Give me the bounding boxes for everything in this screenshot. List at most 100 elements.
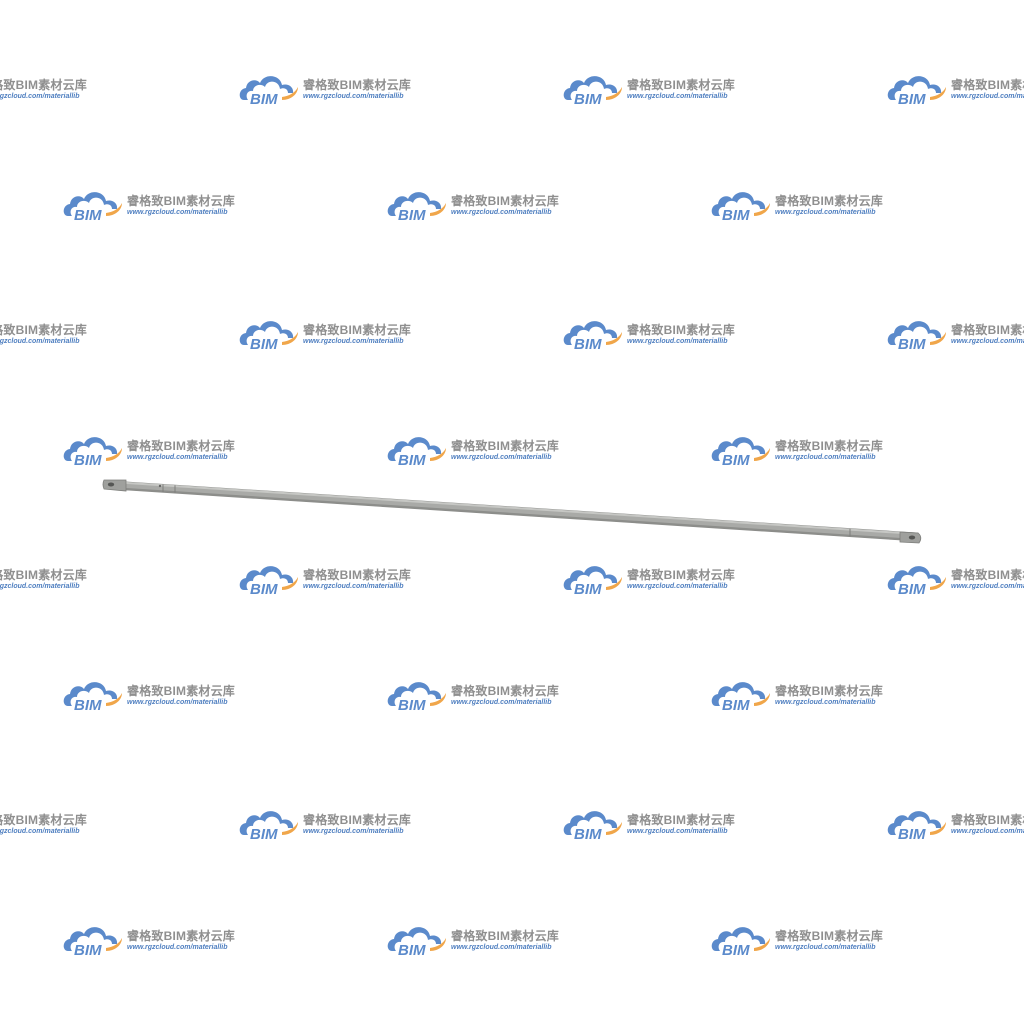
cloud-logo-icon: BIM — [563, 321, 622, 351]
watermark-badge: BIM 睿格致BIM素材云库 www.rgzcloud.com/material… — [562, 560, 752, 596]
logo-text: BIM — [74, 207, 102, 222]
tie-rod-bottom-edge — [111, 487, 917, 541]
watermark-url: www.rgzcloud.com/materiallib — [451, 209, 552, 216]
watermark-badge: BIM 睿格致BIM素材云库 www.rgzcloud.com/material… — [710, 921, 900, 957]
logo-text: BIM — [250, 91, 278, 106]
watermark-title: 睿格致BIM素材云库 — [0, 78, 87, 92]
watermark-badge: BIM 睿格致BIM素材云库 www.rgzcloud.com/material… — [238, 560, 428, 596]
watermark-title: 睿格致BIM素材云库 — [127, 929, 235, 943]
watermark-url: www.rgzcloud.com/materiallib — [127, 454, 228, 461]
watermark-badge: BIM 睿格致BIM素材云库 www.rgzcloud.com/material… — [562, 315, 752, 351]
watermark-title: 睿格致BIM素材云库 — [303, 813, 411, 827]
watermark-badge: BIM 睿格致BIM素材云库 www.rgzcloud.com/material… — [0, 805, 104, 841]
watermark-badge: BIM 睿格致BIM素材云库 www.rgzcloud.com/material… — [386, 676, 576, 712]
logo-text: BIM — [250, 581, 278, 596]
watermark-title: 睿格致BIM素材云库 — [303, 78, 411, 92]
watermark-badge: BIM 睿格致BIM素材云库 www.rgzcloud.com/material… — [386, 186, 576, 222]
cloud-logo-icon: BIM — [63, 927, 122, 957]
left-bolt-hole — [107, 482, 115, 487]
watermark-title: 睿格致BIM素材云库 — [127, 439, 235, 453]
watermark-badge: BIM 睿格致BIM素材云库 www.rgzcloud.com/material… — [238, 70, 428, 106]
watermark-badge: BIM 睿格致BIM素材云库 www.rgzcloud.com/material… — [238, 805, 428, 841]
cloud-logo-icon: BIM — [63, 192, 122, 222]
watermark-url: www.rgzcloud.com/materiallib — [775, 944, 876, 951]
watermark-url: www.rgzcloud.com/materiallib — [775, 209, 876, 216]
watermark-url: www.rgzcloud.com/materiallib — [951, 338, 1024, 345]
cloud-logo-icon: BIM — [711, 927, 770, 957]
watermark-badge: BIM 睿格致BIM素材云库 www.rgzcloud.com/material… — [886, 805, 1024, 841]
logo-text: BIM — [574, 581, 602, 596]
watermark-badge: BIM 睿格致BIM素材云库 www.rgzcloud.com/material… — [886, 560, 1024, 596]
cloud-logo-icon: BIM — [887, 811, 946, 841]
watermark-badge: BIM 睿格致BIM素材云库 www.rgzcloud.com/material… — [710, 676, 900, 712]
tie-rod-top-face — [112, 481, 918, 535]
tie-rod-pin — [158, 484, 162, 488]
cloud-logo-icon: BIM — [387, 682, 446, 712]
cloud-logo-icon: BIM — [711, 437, 770, 467]
watermark-url: www.rgzcloud.com/materiallib — [0, 583, 80, 590]
watermark-url: www.rgzcloud.com/materiallib — [951, 583, 1024, 590]
cloud-logo-icon: BIM — [887, 76, 946, 106]
cloud-logo-icon: BIM — [563, 811, 622, 841]
watermark-title: 睿格致BIM素材云库 — [303, 323, 411, 337]
watermark-url: www.rgzcloud.com/materiallib — [951, 93, 1024, 100]
watermark-title: 睿格致BIM素材云库 — [627, 568, 735, 582]
logo-text: BIM — [398, 452, 426, 467]
logo-text: BIM — [722, 697, 750, 712]
watermark-url: www.rgzcloud.com/materiallib — [451, 699, 552, 706]
logo-text: BIM — [74, 452, 102, 467]
watermark-badge: BIM 睿格致BIM素材云库 www.rgzcloud.com/material… — [710, 431, 900, 467]
logo-text: BIM — [898, 91, 926, 106]
cloud-logo-icon: BIM — [239, 811, 298, 841]
watermark-badge: BIM 睿格致BIM素材云库 www.rgzcloud.com/material… — [386, 921, 576, 957]
right-bolt-hole — [908, 535, 916, 540]
cloud-logo-icon: BIM — [563, 76, 622, 106]
watermark-title: 睿格致BIM素材云库 — [127, 684, 235, 698]
watermark-badge: BIM 睿格致BIM素材云库 www.rgzcloud.com/material… — [886, 70, 1024, 106]
watermark-title: 睿格致BIM素材云库 — [627, 813, 735, 827]
cloud-logo-icon: BIM — [711, 682, 770, 712]
logo-text: BIM — [722, 942, 750, 957]
watermark-title: 睿格致BIM素材云库 — [627, 323, 735, 337]
watermark-url: www.rgzcloud.com/materiallib — [303, 93, 404, 100]
watermark-title: 睿格致BIM素材云库 — [951, 568, 1024, 582]
watermark-badge: BIM 睿格致BIM素材云库 www.rgzcloud.com/material… — [62, 431, 252, 467]
watermark-title: 睿格致BIM素材云库 — [303, 568, 411, 582]
cloud-logo-icon: BIM — [387, 192, 446, 222]
watermark-badge: BIM 睿格致BIM素材云库 www.rgzcloud.com/material… — [0, 70, 104, 106]
watermark-title: 睿格致BIM素材云库 — [775, 439, 883, 453]
watermark-badge: BIM 睿格致BIM素材云库 www.rgzcloud.com/material… — [710, 186, 900, 222]
watermark-title: 睿格致BIM素材云库 — [451, 194, 559, 208]
watermark-badge: BIM 睿格致BIM素材云库 www.rgzcloud.com/material… — [0, 315, 104, 351]
logo-text: BIM — [398, 697, 426, 712]
watermark-title: 睿格致BIM素材云库 — [775, 194, 883, 208]
logo-text: BIM — [398, 207, 426, 222]
cloud-logo-icon: BIM — [63, 437, 122, 467]
watermark-url: www.rgzcloud.com/materiallib — [775, 454, 876, 461]
cloud-logo-icon: BIM — [239, 76, 298, 106]
watermark-badge: BIM 睿格致BIM素材云库 www.rgzcloud.com/material… — [0, 560, 104, 596]
watermark-url: www.rgzcloud.com/materiallib — [627, 828, 728, 835]
logo-text: BIM — [74, 942, 102, 957]
watermark-title: 睿格致BIM素材云库 — [451, 439, 559, 453]
watermark-title: 睿格致BIM素材云库 — [951, 78, 1024, 92]
logo-text: BIM — [74, 697, 102, 712]
logo-text: BIM — [574, 336, 602, 351]
cloud-logo-icon: BIM — [887, 321, 946, 351]
watermark-title: 睿格致BIM素材云库 — [451, 684, 559, 698]
watermark-url: www.rgzcloud.com/materiallib — [303, 828, 404, 835]
watermark-url: www.rgzcloud.com/materiallib — [127, 699, 228, 706]
logo-text: BIM — [722, 207, 750, 222]
logo-text: BIM — [398, 942, 426, 957]
watermark-url: www.rgzcloud.com/materiallib — [0, 93, 80, 100]
watermark-badge: BIM 睿格致BIM素材云库 www.rgzcloud.com/material… — [62, 676, 252, 712]
watermark-url: www.rgzcloud.com/materiallib — [303, 583, 404, 590]
watermark-url: www.rgzcloud.com/materiallib — [127, 944, 228, 951]
watermark-url: www.rgzcloud.com/materiallib — [0, 338, 80, 345]
logo-text: BIM — [898, 581, 926, 596]
watermark-badge: BIM 睿格致BIM素材云库 www.rgzcloud.com/material… — [386, 431, 576, 467]
watermark-url: www.rgzcloud.com/materiallib — [627, 338, 728, 345]
cloud-logo-icon: BIM — [387, 927, 446, 957]
watermark-title: 睿格致BIM素材云库 — [127, 194, 235, 208]
